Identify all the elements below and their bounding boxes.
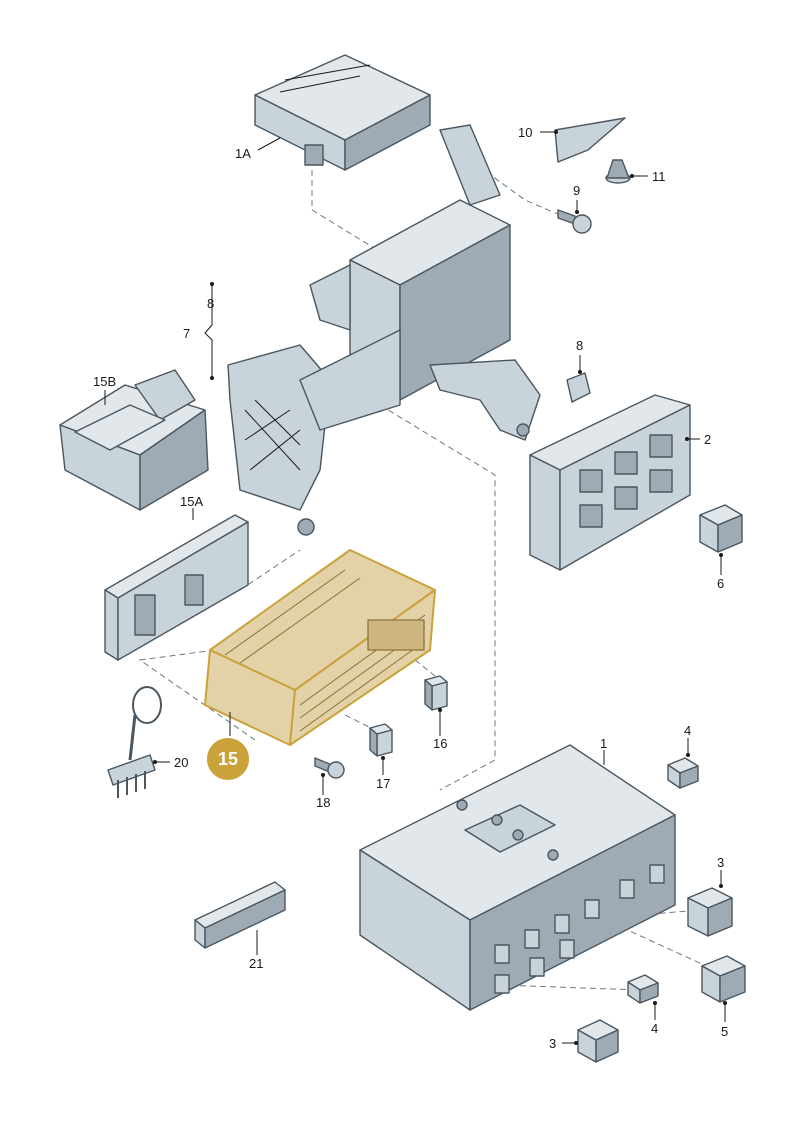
part-9-screw[interactable]	[557, 209, 592, 234]
callout-16[interactable]: 16	[433, 736, 447, 751]
part-2-relay-carrier[interactable]	[529, 394, 691, 571]
badge-label: 15	[218, 749, 238, 769]
callout-1a[interactable]: 1A	[235, 146, 251, 161]
part-21-fuse-tool[interactable]	[194, 881, 286, 949]
part-15a-cover-plate[interactable]	[104, 514, 249, 661]
part-4-relay-top[interactable]	[667, 757, 699, 789]
callout-6[interactable]: 6	[717, 576, 724, 591]
part-3-relay-bottom[interactable]	[577, 1019, 619, 1063]
part-15b-cover[interactable]	[59, 369, 209, 511]
part-15-fuse-box-highlighted[interactable]	[204, 549, 436, 746]
callout-3-lower[interactable]: 3	[549, 1036, 556, 1051]
highlight-badge[interactable]: 15	[205, 736, 251, 782]
part-10-bracket-plate[interactable]	[554, 117, 626, 163]
callout-15b[interactable]: 15B	[93, 374, 116, 389]
part-3-relay-right[interactable]	[687, 887, 733, 937]
part-4-relay-bottom[interactable]	[627, 974, 659, 1004]
part-16-fuse[interactable]	[424, 675, 448, 711]
part-20-fuse-puller[interactable]	[107, 686, 162, 798]
callout-5[interactable]: 5	[721, 1024, 728, 1039]
callout-11[interactable]: 11	[652, 169, 666, 184]
callout-4-lower[interactable]: 4	[651, 1021, 658, 1036]
callout-8-upper[interactable]: 8	[207, 296, 214, 311]
callout-labels: 1A 10 11 9 8 7 8 15B 2 15A 6 16 20 17 18…	[93, 125, 728, 1051]
callout-3-upper[interactable]: 3	[717, 855, 724, 870]
callout-15a[interactable]: 15A	[180, 494, 203, 509]
callout-18[interactable]: 18	[316, 795, 330, 810]
callout-8-lower[interactable]: 8	[576, 338, 583, 353]
part-6-relay[interactable]	[699, 504, 743, 553]
callout-21[interactable]: 21	[249, 956, 263, 971]
part-18-screw[interactable]	[314, 757, 345, 779]
part-8-clip[interactable]	[566, 372, 591, 403]
callout-7[interactable]: 7	[183, 326, 190, 341]
part-17-fuse[interactable]	[369, 723, 393, 757]
part-5-relay[interactable]	[701, 955, 746, 1003]
callout-20[interactable]: 20	[174, 755, 188, 770]
callout-2[interactable]: 2	[704, 432, 711, 447]
callout-10[interactable]: 10	[518, 125, 532, 140]
callout-9[interactable]: 9	[573, 183, 580, 198]
callout-4-upper[interactable]: 4	[684, 723, 691, 738]
callout-dots	[153, 130, 727, 1045]
part-1-relay-holder[interactable]	[359, 744, 676, 1011]
callout-1[interactable]: 1	[600, 736, 607, 751]
part-11-screw[interactable]	[605, 159, 631, 184]
callout-17[interactable]: 17	[376, 776, 390, 791]
relay-sockets	[494, 864, 665, 994]
part-1a-control-unit[interactable]	[254, 54, 431, 171]
main-support-frame[interactable]	[227, 124, 541, 536]
